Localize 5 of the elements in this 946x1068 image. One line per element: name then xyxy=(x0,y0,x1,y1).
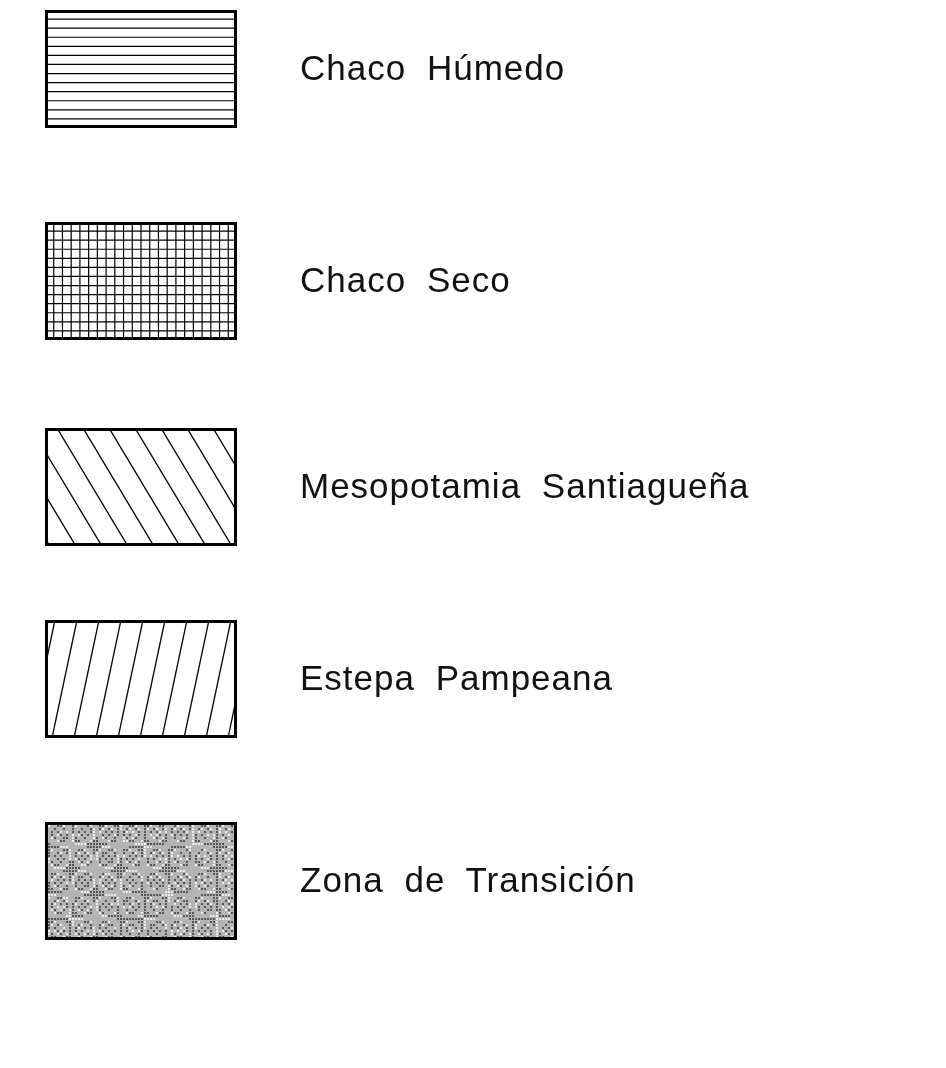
legend-label: Chaco Húmedo xyxy=(300,48,566,88)
legend-label: Mesopotamia Santiagueña xyxy=(300,466,750,506)
legend-label: Zona de Transición xyxy=(300,860,636,900)
legend-label: Chaco Seco xyxy=(300,260,511,300)
legend-label: Estepa Pampeana xyxy=(300,658,613,698)
